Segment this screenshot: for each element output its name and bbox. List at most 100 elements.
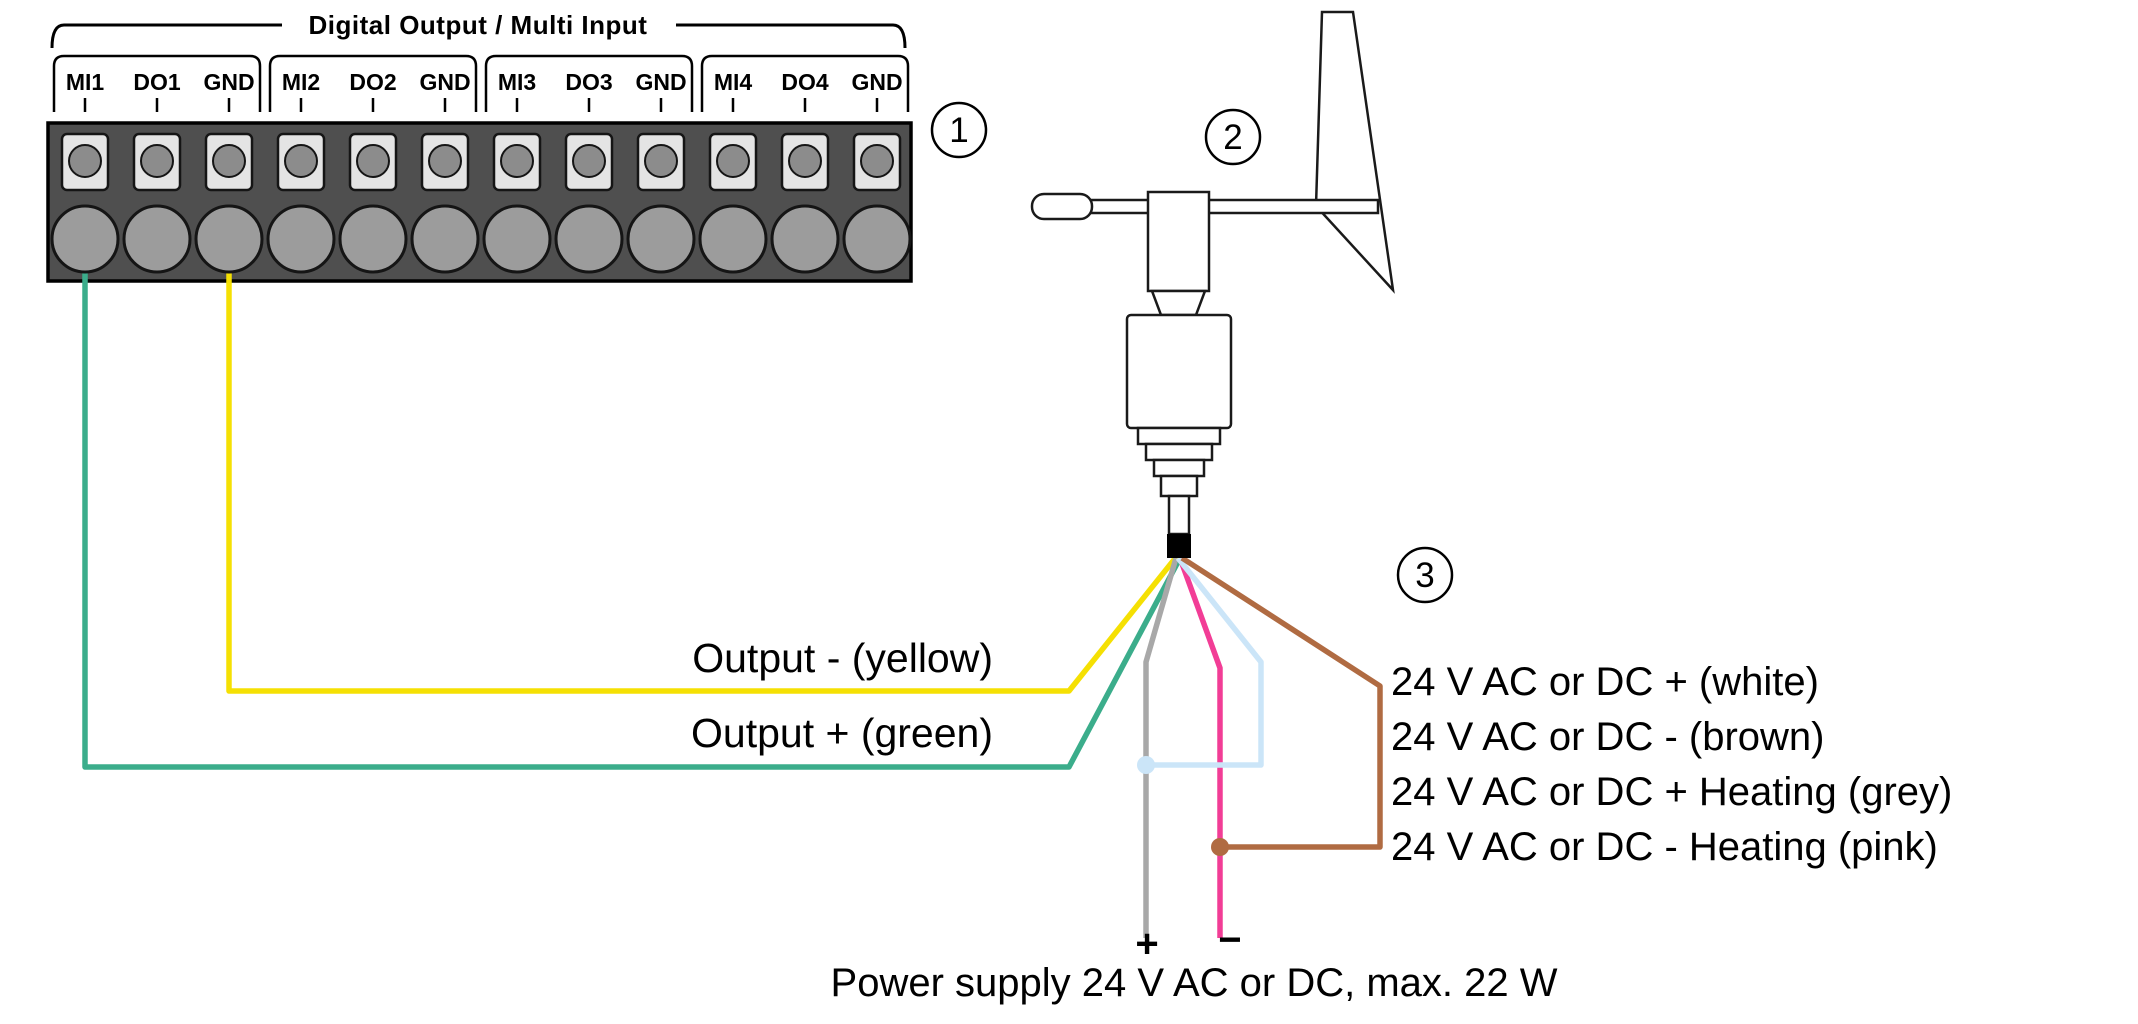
wind-vane-sensor	[1030, 10, 1395, 558]
terminal-label-do4: DO4	[781, 69, 829, 95]
screw-head-icon	[356, 144, 390, 178]
terminal-label-mi4: MI4	[714, 69, 753, 95]
terminal-block-title: Digital Output / Multi Input	[309, 10, 648, 40]
group-bracket-2	[268, 54, 478, 112]
output-plus-label: Output + (green)	[691, 710, 993, 756]
grey-wire	[1143, 557, 1179, 938]
terminal-unit	[132, 132, 182, 192]
sensor-fitting-4	[1159, 474, 1199, 498]
wire-clamp-mi3	[482, 204, 552, 274]
counterweight	[1030, 192, 1094, 221]
callout-number: 2	[1223, 118, 1242, 157]
white-wire	[1149, 556, 1264, 768]
terminal-label-gnd3: GND	[635, 69, 686, 95]
wire-clamp-do3	[554, 204, 624, 274]
callout-circle	[1204, 108, 1262, 166]
green-wire	[82, 240, 1182, 770]
callout-1: 1	[930, 101, 988, 159]
screw-head-icon	[212, 144, 246, 178]
terminal-label-ticks	[83, 98, 879, 112]
brown-pink-junction-dot	[1211, 838, 1229, 856]
wire-clamp-do1	[122, 204, 192, 274]
terminal-unit	[708, 132, 758, 192]
terminal-label-gnd4: GND	[851, 69, 902, 95]
callout-circle	[930, 101, 988, 159]
minus-sign: −	[1218, 918, 1241, 962]
callout-2: 2	[1204, 108, 1262, 166]
callout-number: 3	[1415, 556, 1434, 595]
group-bracket-1	[52, 54, 262, 112]
sensor-fitting-1	[1136, 426, 1222, 446]
terminal-unit	[564, 132, 614, 192]
header-bracket-left	[50, 23, 282, 49]
terminal-screws	[60, 132, 902, 192]
cable-gland	[1167, 534, 1191, 558]
screw-head-icon	[428, 144, 462, 178]
vane-arm	[1086, 198, 1380, 215]
terminal-label-gnd1: GND	[203, 69, 254, 95]
heating-plus-grey-label: 24 V AC or DC + Heating (grey)	[1391, 770, 1952, 814]
yellow-wire	[226, 240, 1180, 694]
supply-plus-white-label: 24 V AC or DC + (white)	[1391, 660, 1819, 704]
terminal-labels: MI1 DO1 GND MI2 DO2 GND MI3 DO3 GND MI4 …	[66, 69, 903, 95]
group-bracket-4	[700, 54, 910, 112]
wire-clamp-do2	[338, 204, 408, 274]
wire-clamp-mi1	[50, 204, 120, 274]
screw-head-icon	[140, 144, 174, 178]
screw-head-icon	[860, 144, 894, 178]
wire-clamp-gnd4	[842, 204, 912, 274]
sensor-head	[1146, 190, 1211, 293]
wire-clamp-mi4	[698, 204, 768, 274]
terminal-group-brackets	[52, 54, 910, 112]
terminal-label-gnd2: GND	[419, 69, 470, 95]
wire-clamp-gnd3	[626, 204, 696, 274]
terminal-unit	[420, 132, 470, 192]
terminal-unit	[492, 132, 542, 192]
screw-head-icon	[284, 144, 318, 178]
terminal-unit	[852, 132, 902, 192]
brown-wire	[1180, 555, 1383, 850]
wire-clamp-gnd2	[410, 204, 480, 274]
terminal-unit	[780, 132, 830, 192]
output-minus-label: Output - (yellow)	[692, 635, 993, 681]
callouts: 1 2 3	[930, 101, 1454, 604]
sensor-body	[1125, 313, 1233, 430]
screw-head-icon	[500, 144, 534, 178]
group-bracket-3	[484, 54, 694, 112]
terminal-block-header: Digital Output / Multi Input	[50, 10, 907, 49]
supply-minus-brown-label: 24 V AC or DC - (brown)	[1391, 715, 1824, 759]
vane-fin	[1314, 10, 1395, 294]
terminal-unit	[636, 132, 686, 192]
sensor-fitting-3	[1152, 458, 1206, 478]
callout-number: 1	[949, 111, 968, 150]
callout-3: 3	[1396, 546, 1454, 604]
sensor-stem	[1167, 494, 1191, 536]
terminal-label-do1: DO1	[133, 69, 181, 95]
terminal-unit	[276, 132, 326, 192]
sensor-neck	[1150, 289, 1207, 317]
plus-sign: +	[1135, 922, 1158, 966]
screw-head-icon	[716, 144, 750, 178]
terminal-clamps	[50, 204, 912, 274]
wire-clamp-gnd1	[194, 204, 264, 274]
terminal-label-mi3: MI3	[498, 69, 536, 95]
terminal-label-do3: DO3	[565, 69, 612, 95]
header-bracket-right	[676, 23, 907, 49]
terminal-block	[46, 121, 913, 283]
screw-head-icon	[68, 144, 102, 178]
screw-head-icon	[644, 144, 678, 178]
terminal-unit	[348, 132, 398, 192]
wire-clamp-do4	[770, 204, 840, 274]
wire-clamp-mi2	[266, 204, 336, 274]
white-grey-junction-dot	[1137, 756, 1155, 774]
screw-head-icon	[572, 144, 606, 178]
terminal-block-body	[46, 121, 913, 283]
terminal-unit	[60, 132, 110, 192]
terminal-label-do2: DO2	[349, 69, 396, 95]
supply-wire-legend: 24 V AC or DC + (white) 24 V AC or DC - …	[1391, 660, 1952, 869]
pink-wire	[1177, 557, 1223, 938]
power-supply-labels: + − Power supply 24 V AC or DC, max. 22 …	[831, 918, 1558, 1005]
power-supply-label: Power supply 24 V AC or DC, max. 22 W	[831, 961, 1558, 1005]
